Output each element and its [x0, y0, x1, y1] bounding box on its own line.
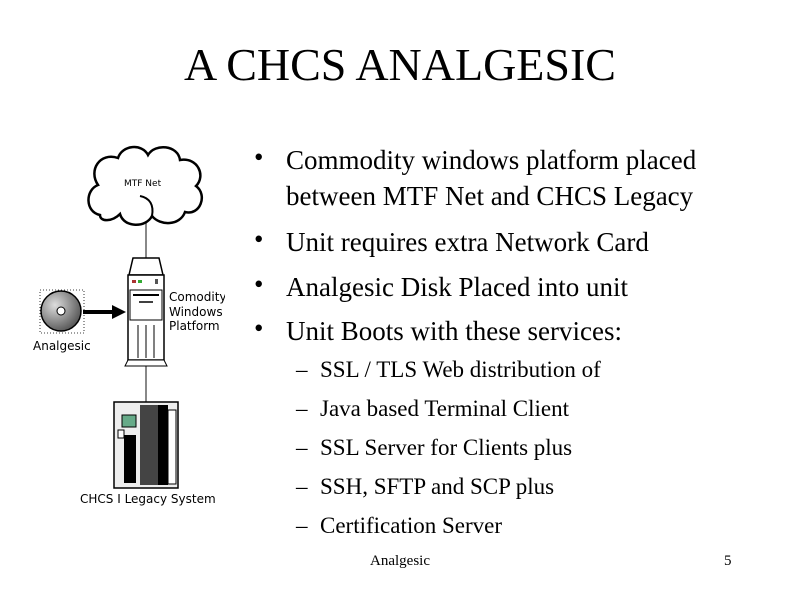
disk-icon	[39, 289, 85, 334]
platform-label-3: Platform	[169, 319, 220, 333]
dash-icon: –	[296, 396, 308, 421]
bullet-icon: •	[254, 313, 264, 343]
dash-icon: –	[296, 435, 308, 460]
subbullet-1: SSL / TLS Web distribution of	[320, 357, 601, 382]
bullet-text-cont: between MTF Net and CHCS Legacy	[286, 181, 694, 211]
bullet-1: Commodity windows platform placed between…	[286, 142, 696, 214]
platform-label-1: Comodity	[169, 290, 225, 304]
arrow-icon	[83, 305, 126, 319]
bullet-icon: •	[254, 142, 264, 172]
subbullet-2: Java based Terminal Client	[320, 396, 569, 421]
dash-icon: –	[296, 474, 308, 499]
disk-label: Analgesic	[33, 339, 91, 353]
network-diagram: MTF Net Comodity Windows Platform Analge…	[0, 0, 225, 600]
dash-icon: –	[296, 357, 308, 382]
footer-text: Analgesic	[370, 553, 430, 569]
legacy-label: CHCS I Legacy System	[80, 492, 216, 506]
page-number: 5	[724, 553, 732, 569]
bullet-3: Analgesic Disk Placed into unit	[286, 272, 628, 302]
dash-icon: –	[296, 513, 308, 538]
server-tower-icon	[124, 257, 168, 367]
cloud-icon	[87, 145, 203, 226]
bullet-icon: •	[254, 224, 264, 254]
subbullet-3: SSL Server for Clients plus	[320, 435, 573, 460]
bullet-text: Commodity windows platform placed	[286, 145, 697, 175]
bullet-icon: •	[254, 269, 264, 299]
subbullet-5: Certification Server	[320, 513, 503, 538]
cloud-label: MTF Net	[124, 179, 162, 189]
subbullet-4: SSH, SFTP and SCP plus	[320, 474, 555, 499]
slide-title: A CHCS ANALGESIC	[184, 39, 616, 90]
legacy-system-icon	[113, 401, 179, 489]
platform-label-2: Windows	[169, 305, 223, 319]
bullet-4: Unit Boots with these services:	[286, 316, 622, 346]
bullet-2: Unit requires extra Network Card	[286, 227, 649, 257]
